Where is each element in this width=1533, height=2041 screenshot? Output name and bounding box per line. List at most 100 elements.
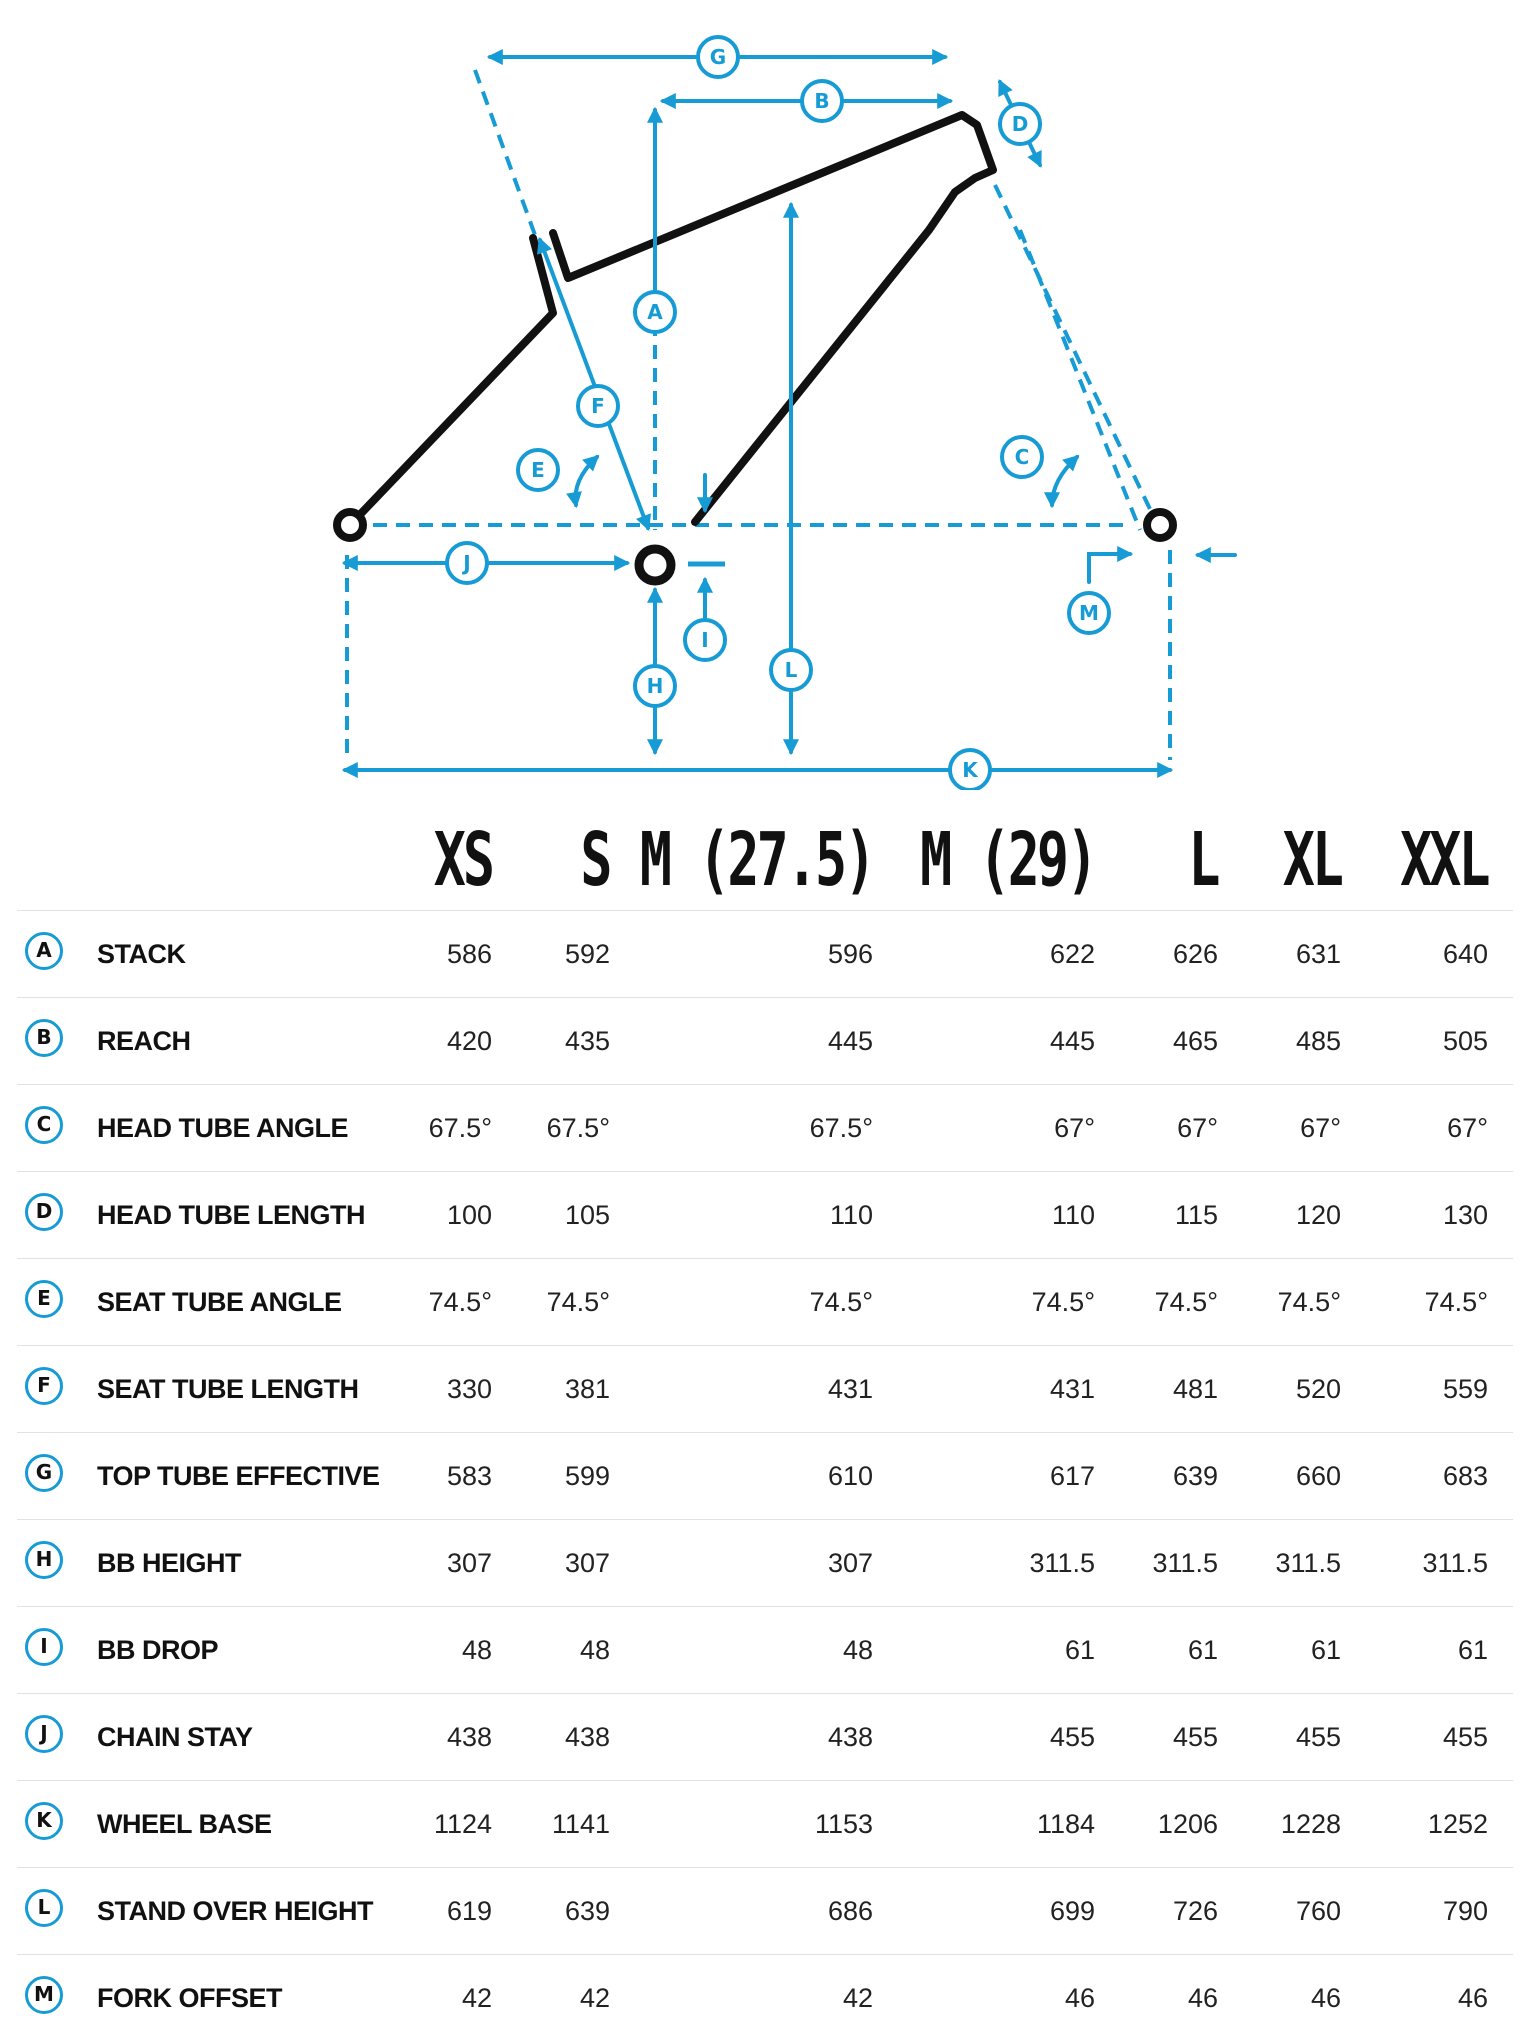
label-bubble-k xyxy=(948,748,992,790)
row-value: 61 xyxy=(1064,1635,1095,1665)
label-bubble-j xyxy=(445,541,489,585)
row-value: 640 xyxy=(1442,939,1488,969)
row-value: 726 xyxy=(1172,1896,1218,1926)
row-value: 683 xyxy=(1442,1461,1488,1491)
size-label: M (27.5) xyxy=(639,817,875,903)
row-measurement-name: STAND OVER HEIGHT xyxy=(97,1896,374,1926)
label-bubble-g xyxy=(696,35,740,79)
row-measurement-name: REACH xyxy=(97,1026,191,1056)
bottom-bracket xyxy=(634,544,676,586)
label-text-a: A xyxy=(647,300,663,324)
row-value: 67° xyxy=(1054,1113,1095,1143)
row-value: 74.5° xyxy=(809,1287,873,1317)
row-value: 438 xyxy=(827,1722,873,1752)
row-value: 586 xyxy=(446,939,492,969)
row-value: 760 xyxy=(1295,1896,1341,1926)
row-measurement-name: BB HEIGHT xyxy=(97,1548,242,1578)
size-label: XL xyxy=(1282,817,1344,903)
size-label: L xyxy=(1188,817,1221,903)
row-letter-badge: I xyxy=(25,1628,63,1666)
row-value: 381 xyxy=(564,1374,610,1404)
rear-axle xyxy=(333,508,367,542)
row-value: 438 xyxy=(446,1722,492,1752)
label-text-j: J xyxy=(461,551,470,575)
row-value: 307 xyxy=(446,1548,492,1578)
row-letter-badge: L xyxy=(25,1889,63,1927)
label-bubble-b xyxy=(800,79,844,123)
row-value: 617 xyxy=(1049,1461,1095,1491)
row-value: 46 xyxy=(1187,1983,1218,2013)
row-value: 660 xyxy=(1295,1461,1341,1491)
row-value: 610 xyxy=(827,1461,873,1491)
row-letter-badge: J xyxy=(25,1715,63,1753)
row-value: 42 xyxy=(579,1983,610,2013)
row-value: 74.5° xyxy=(546,1287,610,1317)
row-value: 619 xyxy=(446,1896,492,1926)
row-value: 46 xyxy=(1457,1983,1488,2013)
label-text-l: L xyxy=(785,658,798,682)
label-bubble-f xyxy=(576,384,620,428)
row-letter-badge: G xyxy=(25,1454,63,1492)
row-letter-badge: A xyxy=(25,932,63,970)
label-text-k: K xyxy=(962,758,979,782)
row-value: 115 xyxy=(1174,1200,1218,1230)
row-value: 639 xyxy=(1172,1461,1218,1491)
row-letter-badge: M xyxy=(25,1976,63,2014)
label-bubble-e xyxy=(516,448,560,492)
row-measurement-name: BB DROP xyxy=(97,1635,219,1665)
row-value: 120 xyxy=(1295,1200,1341,1230)
size-label: S xyxy=(580,817,613,903)
row-value: 130 xyxy=(1442,1200,1488,1230)
row-letter-badge: E xyxy=(25,1280,63,1318)
row-measurement-name: HEAD TUBE ANGLE xyxy=(97,1113,349,1143)
label-text-i: I xyxy=(701,628,708,652)
label-text-g: G xyxy=(710,45,726,69)
row-value: 48 xyxy=(842,1635,873,1665)
label-text-m: M xyxy=(1079,601,1099,625)
row-value: 74.5° xyxy=(1424,1287,1488,1317)
row-value: 330 xyxy=(446,1374,492,1404)
row-measurement-name: WHEEL BASE xyxy=(97,1809,272,1839)
row-value: 583 xyxy=(446,1461,492,1491)
row-measurement-name: STACK xyxy=(97,939,186,969)
label-text-f: F xyxy=(591,394,605,418)
row-value: 311.5 xyxy=(1422,1548,1488,1578)
row-value: 485 xyxy=(1295,1026,1341,1056)
row-value: 67° xyxy=(1177,1113,1218,1143)
row-value: 631 xyxy=(1295,939,1341,969)
label-text-b: B xyxy=(814,89,829,113)
row-measurement-name: FORK OFFSET xyxy=(97,1983,283,2013)
row-value: 1252 xyxy=(1427,1809,1488,1839)
row-value: 48 xyxy=(461,1635,492,1665)
row-value: 48 xyxy=(579,1635,610,1665)
row-value: 61 xyxy=(1457,1635,1488,1665)
row-value: 559 xyxy=(1442,1374,1488,1404)
row-value: 420 xyxy=(446,1026,492,1056)
row-value: 74.5° xyxy=(1154,1287,1218,1317)
label-bubble-i xyxy=(683,618,727,662)
label-bubble-a xyxy=(633,290,677,334)
row-value: 42 xyxy=(461,1983,492,2013)
row-value: 74.5° xyxy=(428,1287,492,1317)
label-bubble-m xyxy=(1067,591,1111,635)
row-value: 445 xyxy=(1049,1026,1095,1056)
row-value: 520 xyxy=(1295,1374,1341,1404)
row-value: 307 xyxy=(827,1548,873,1578)
row-value: 100 xyxy=(446,1200,492,1230)
row-value: 686 xyxy=(827,1896,873,1926)
row-value: 67.5° xyxy=(546,1113,610,1143)
row-letter-badge: B xyxy=(25,1019,63,1057)
guide-lines xyxy=(345,69,1172,760)
row-value: 481 xyxy=(1172,1374,1218,1404)
